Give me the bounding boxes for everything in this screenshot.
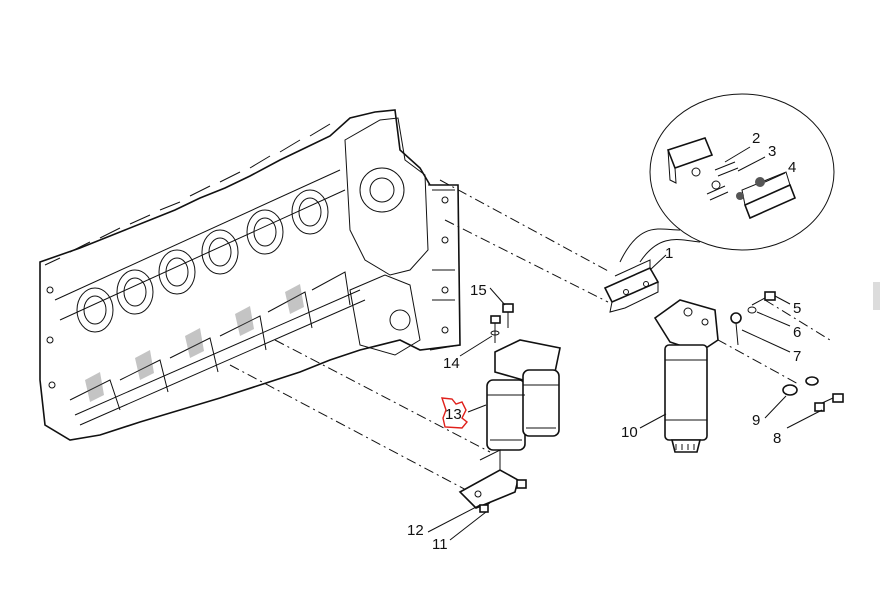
filter-assembly-part-13 — [458, 339, 561, 509]
callout-11: 11 — [432, 536, 448, 553]
callout-13: 13 — [445, 406, 462, 423]
engine-block — [39, 109, 461, 441]
filter-assembly-part-10 — [653, 299, 719, 453]
block-bolt-heads — [46, 196, 449, 389]
callout-10: 10 — [621, 424, 638, 441]
fasteners — [479, 291, 844, 513]
projection-lines — [229, 179, 831, 493]
cylinder-bores — [76, 189, 329, 333]
callout-12: 12 — [407, 522, 424, 539]
bracket-part-1 — [603, 259, 660, 313]
callout-9: 9 — [752, 412, 760, 429]
callout-15: 15 — [470, 282, 487, 299]
callout-13-highlight — [440, 397, 468, 429]
callout-1: 1 — [665, 245, 673, 262]
callout-labels: 1 2 3 4 5 6 7 8 9 10 11 12 13 14 15 — [407, 130, 801, 553]
callout-5: 5 — [793, 300, 801, 317]
callout-7: 7 — [793, 348, 801, 365]
detail-bubble — [619, 93, 835, 263]
page-edge-tab — [873, 282, 880, 310]
callout-14: 14 — [443, 355, 460, 372]
leader-lines — [427, 146, 823, 541]
crankcase-ribs — [69, 271, 366, 426]
timing-housing — [344, 117, 461, 356]
callout-3: 3 — [768, 143, 776, 160]
callout-8: 8 — [773, 430, 781, 447]
callout-2: 2 — [752, 130, 760, 147]
callout-4: 4 — [788, 159, 796, 176]
callout-6: 6 — [793, 324, 801, 341]
